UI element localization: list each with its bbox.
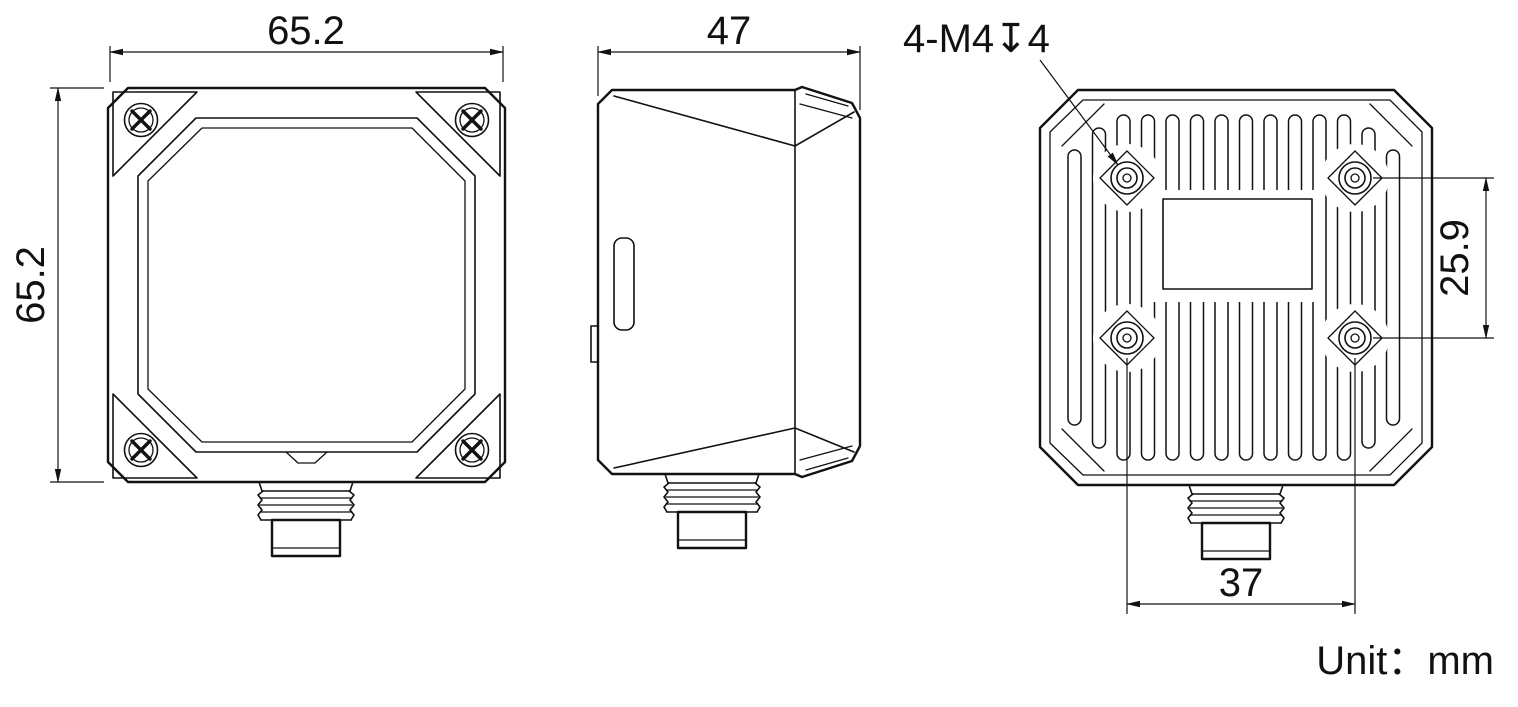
- dimension-front-width: 65.2: [109, 9, 504, 82]
- hole-spacing-horizontal-value: 37: [1219, 561, 1264, 605]
- rear-view: [1038, 88, 1434, 561]
- side-taper-lines: [613, 95, 855, 469]
- thread-callout-label: 4-M4↧4: [903, 17, 1050, 61]
- leader-line: [1039, 59, 1119, 166]
- front-bezel-frame-inner: [147, 127, 466, 443]
- front-bezel-frame-outer: [137, 117, 476, 453]
- side-depth-value: 47: [707, 9, 752, 53]
- extension-lines: [1373, 177, 1494, 339]
- extension-lines: [1126, 358, 1356, 614]
- thread-callout: 4-M4↧4: [903, 17, 1119, 166]
- rear-label-plate: [1162, 198, 1313, 290]
- front-height-value: 65.2: [9, 246, 53, 324]
- rear-corner-accents: [1061, 103, 1413, 472]
- front-width-value: 65.2: [267, 9, 345, 53]
- rear-inner-outline: [1049, 99, 1423, 476]
- side-outline: [596, 85, 862, 479]
- extension-lines: [597, 46, 861, 110]
- unit-label: Unit：mm: [1316, 639, 1494, 683]
- hole-spacing-vertical-value: 25.9: [1433, 219, 1477, 297]
- front-outline: [106, 86, 507, 484]
- corner-screw-pads: [112, 91, 501, 479]
- side-left-step: [590, 325, 599, 363]
- side-button: [613, 237, 635, 331]
- dimension-front-height: 65.2: [9, 87, 104, 483]
- dimension-hole-spacing-vertical: 25.9: [1373, 177, 1494, 339]
- side-corner-boss-lines: [799, 93, 853, 471]
- front-view: [106, 86, 507, 558]
- dimension-side-depth: 47: [597, 9, 861, 110]
- front-bottom-notch: [285, 451, 328, 464]
- side-view: [590, 85, 862, 550]
- rear-outline: [1038, 88, 1434, 487]
- dimension-hole-spacing-horizontal: 37: [1126, 358, 1356, 614]
